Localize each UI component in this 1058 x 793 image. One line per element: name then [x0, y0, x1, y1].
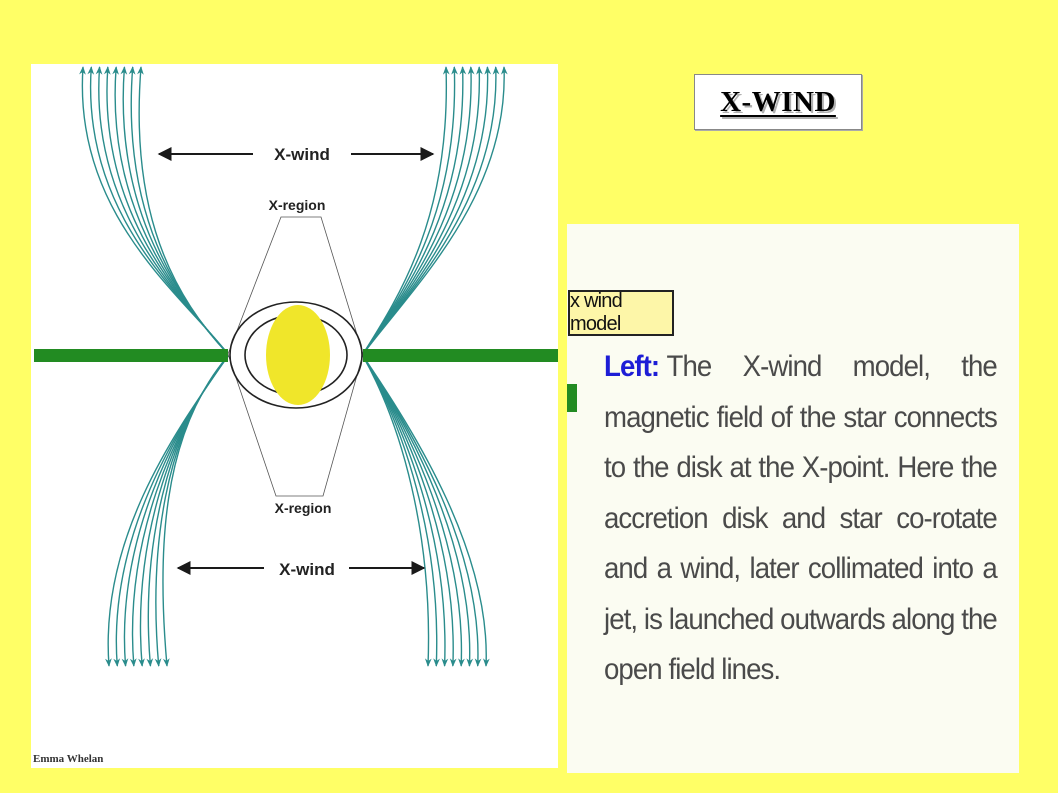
caption-lead: Left: — [604, 350, 660, 383]
disk-fragment — [567, 384, 577, 412]
x-region-bottom-diamond — [227, 353, 364, 497]
slide-title: X-WIND — [720, 85, 836, 118]
field-line-upper-right — [362, 66, 508, 355]
caption-body: The X-wind model, the magnetic field of … — [604, 350, 998, 686]
x-region-top-diamond — [227, 216, 364, 355]
disk-left — [34, 349, 228, 362]
field-line-lower-right — [362, 355, 457, 667]
field-line-lower-right — [362, 355, 490, 667]
field-line-upper-left — [128, 66, 229, 355]
field-line-upper-right — [362, 66, 492, 355]
field-line-upper-right — [362, 66, 475, 355]
x-wind-diagram: X-wind X-region X-region X-wind Emma Whe… — [31, 64, 558, 768]
open-field-lines — [79, 66, 508, 667]
accretion-disk — [34, 349, 558, 362]
field-line-upper-left — [137, 66, 229, 355]
field-line-upper-left — [95, 66, 229, 355]
disk-right — [363, 349, 558, 362]
star — [266, 305, 330, 405]
top-x-region-label: X-region — [269, 197, 326, 213]
top-x-wind-label: X-wind — [274, 145, 330, 164]
field-line-lower-left — [105, 355, 229, 667]
outer-field-loop — [229, 301, 363, 409]
diagram-credit: Emma Whelan — [33, 753, 104, 765]
bottom-x-wind-arrows: X-wind — [176, 560, 426, 579]
diagram-canvas: X-wind X-region X-region X-wind — [34, 66, 558, 667]
field-line-upper-left — [87, 66, 229, 355]
field-line-upper-left — [79, 66, 229, 355]
caption-text: Left:The X-wind model, the magnetic fiel… — [604, 342, 998, 696]
field-line-lower-right — [362, 355, 440, 667]
field-line-lower-left — [162, 355, 229, 667]
field-line-lower-left — [146, 355, 229, 667]
field-line-upper-right — [362, 66, 500, 355]
model-tag: x wind model — [568, 290, 674, 336]
field-line-upper-left — [112, 66, 229, 355]
bottom-x-wind-label: X-wind — [279, 560, 335, 579]
field-line-upper-right — [362, 66, 458, 355]
field-line-lower-right — [362, 355, 449, 667]
slide-title-box: X-WIND — [694, 74, 862, 130]
field-line-upper-right — [362, 66, 450, 355]
field-line-lower-left — [138, 355, 229, 667]
field-line-lower-left — [129, 355, 229, 667]
bottom-x-region-label: X-region — [275, 500, 332, 516]
top-x-wind-arrows: X-wind — [157, 145, 435, 164]
field-line-lower-right — [362, 355, 432, 667]
x-region-outline — [227, 216, 364, 497]
